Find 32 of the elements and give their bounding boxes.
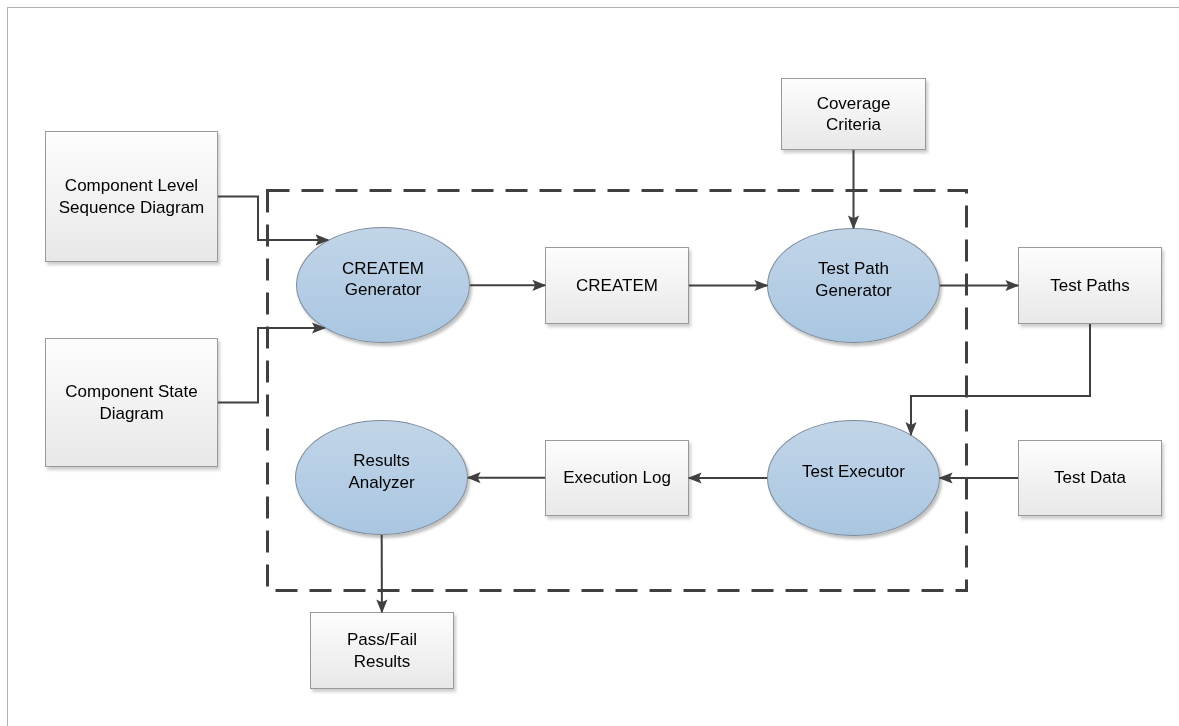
arrow xyxy=(376,534,388,614)
arrow xyxy=(469,279,547,291)
node-label: Test Path Generator xyxy=(814,258,893,301)
node-label: Execution Log xyxy=(563,467,671,489)
data-box xyxy=(45,338,218,467)
data-box xyxy=(545,247,689,324)
node-label: Coverage Criteria xyxy=(815,92,892,136)
dashed-boundary xyxy=(266,189,968,592)
node-label: CREATEM Generator xyxy=(341,257,425,301)
node-label: Pass/Fail Results xyxy=(346,629,418,672)
arrow xyxy=(217,322,326,404)
arrow xyxy=(847,149,860,230)
data-box xyxy=(45,131,218,262)
node-label: CREATEM xyxy=(576,274,658,297)
node-label: Test Executor xyxy=(802,461,905,483)
node-label: Results Analyzer xyxy=(347,450,416,493)
arrow xyxy=(939,279,1020,292)
arrow xyxy=(938,472,1019,484)
data-box xyxy=(781,78,926,150)
arrow xyxy=(905,323,1091,437)
data-box xyxy=(545,440,689,516)
node-label: Test Paths xyxy=(1050,274,1130,297)
data-box xyxy=(1018,247,1162,324)
node-label: Component Level Sequence Diagram xyxy=(57,175,206,218)
arrow xyxy=(687,472,768,484)
data-box xyxy=(310,612,454,689)
node-label: Test Data xyxy=(1054,467,1126,489)
arrow xyxy=(217,195,330,246)
data-box xyxy=(1018,440,1162,516)
arrow xyxy=(466,472,546,484)
arrow xyxy=(688,279,769,292)
node-label: Component State Diagram xyxy=(64,381,199,424)
